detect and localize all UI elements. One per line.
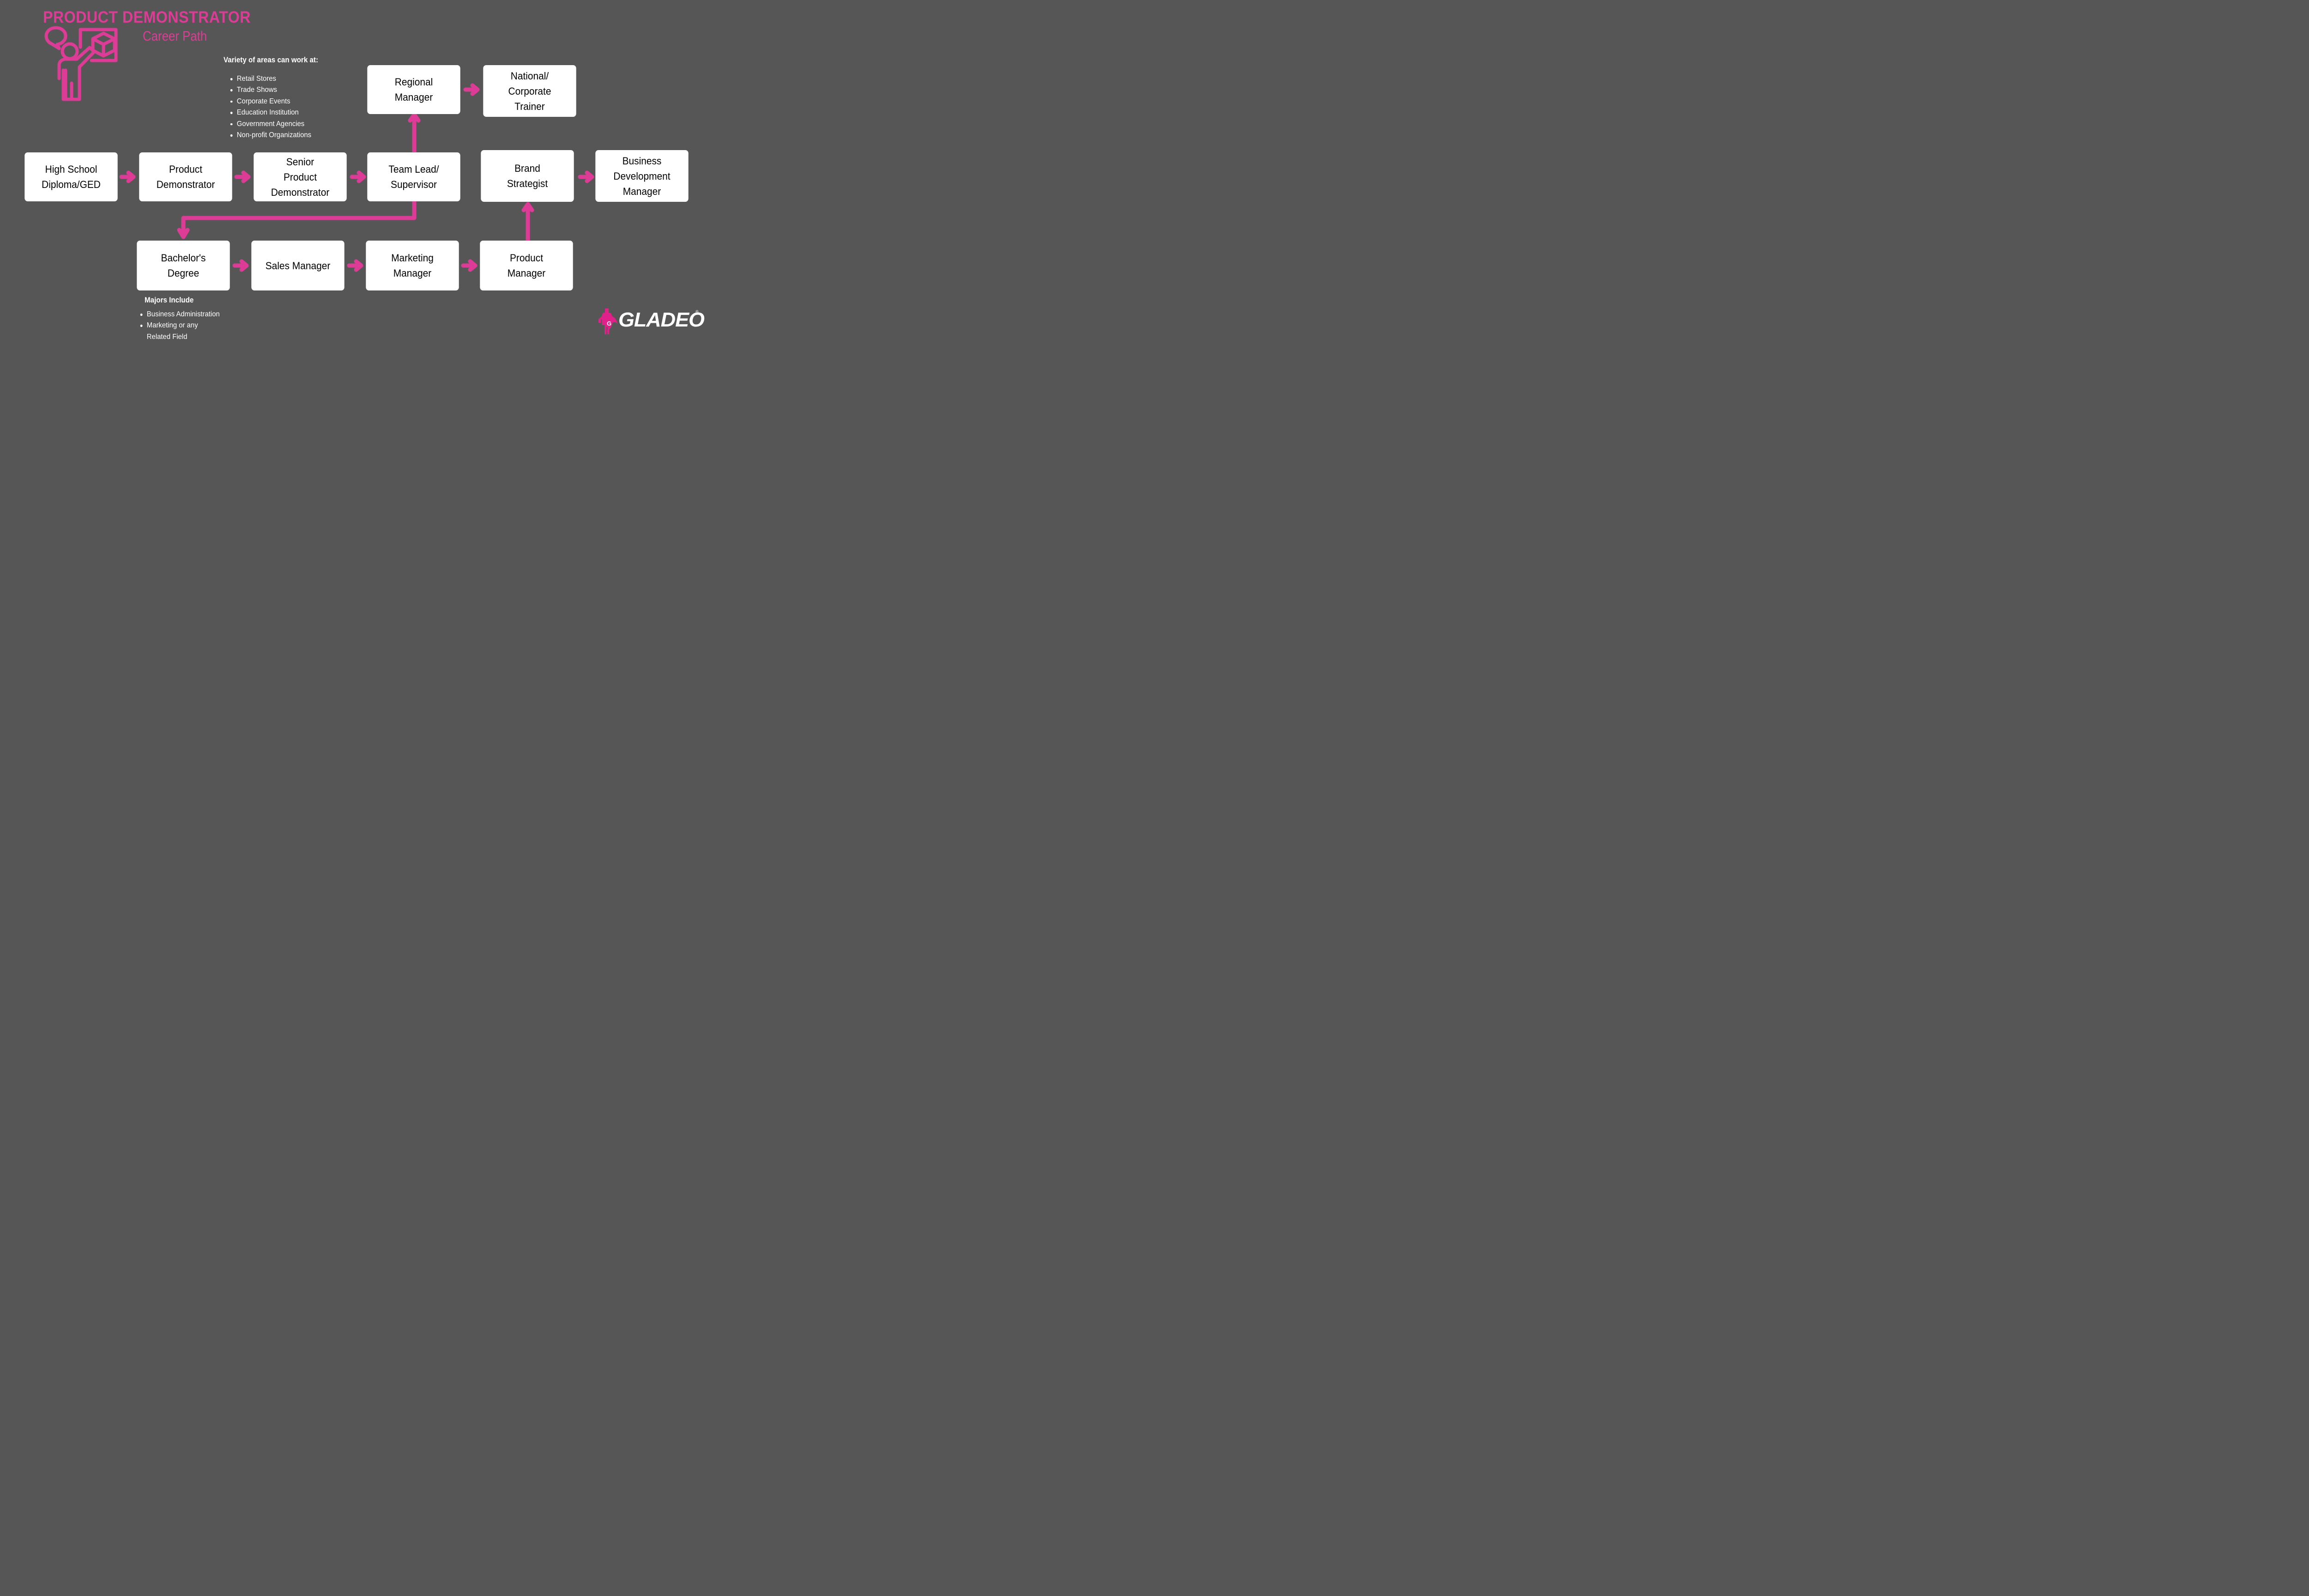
page-title: PRODUCT DEMONSTRATOR	[43, 8, 251, 26]
areas-list: Retail Stores Trade Shows Corporate Even…	[224, 73, 326, 141]
list-item: Retail Stores	[230, 73, 320, 85]
list-item: Education Institution	[230, 107, 320, 118]
gladeo-logo: G GLADEO ®	[597, 308, 705, 336]
list-item-continuation: Related Field	[146, 332, 187, 341]
majors-heading: Majors Include	[145, 296, 194, 304]
gladeo-badge-letter: G	[607, 320, 611, 327]
node-team-lead-supervisor[interactable]: Team Lead/Supervisor	[367, 152, 460, 201]
page-subtitle: Career Path	[143, 29, 207, 44]
majors-info-block: Majors Include Business Administration M…	[139, 296, 226, 343]
areas-info-block: Variety of areas can work at: Retail Sto…	[224, 56, 326, 141]
list-item: Business Administration	[139, 309, 220, 320]
career-path-infographic: PRODUCT DEMONSTRATOR Career Path	[0, 0, 709, 355]
product-demonstrator-icon	[41, 25, 119, 102]
list-item: Trade Shows	[230, 85, 320, 96]
gladeo-wordmark: GLADEO	[618, 308, 705, 331]
gladeo-hero-icon: G	[598, 308, 617, 334]
node-sales-manager[interactable]: Sales Manager	[251, 241, 345, 290]
areas-heading: Variety of areas can work at:	[224, 56, 319, 64]
registered-trademark-icon: ®	[695, 309, 699, 314]
list-item: Non-profit Organizations	[230, 130, 320, 141]
majors-list: Business Administration Marketing or any…	[139, 309, 226, 343]
list-item: Government Agencies	[230, 119, 320, 130]
list-item: Corporate Events	[230, 96, 320, 107]
list-item: Marketing or any	[139, 320, 220, 331]
